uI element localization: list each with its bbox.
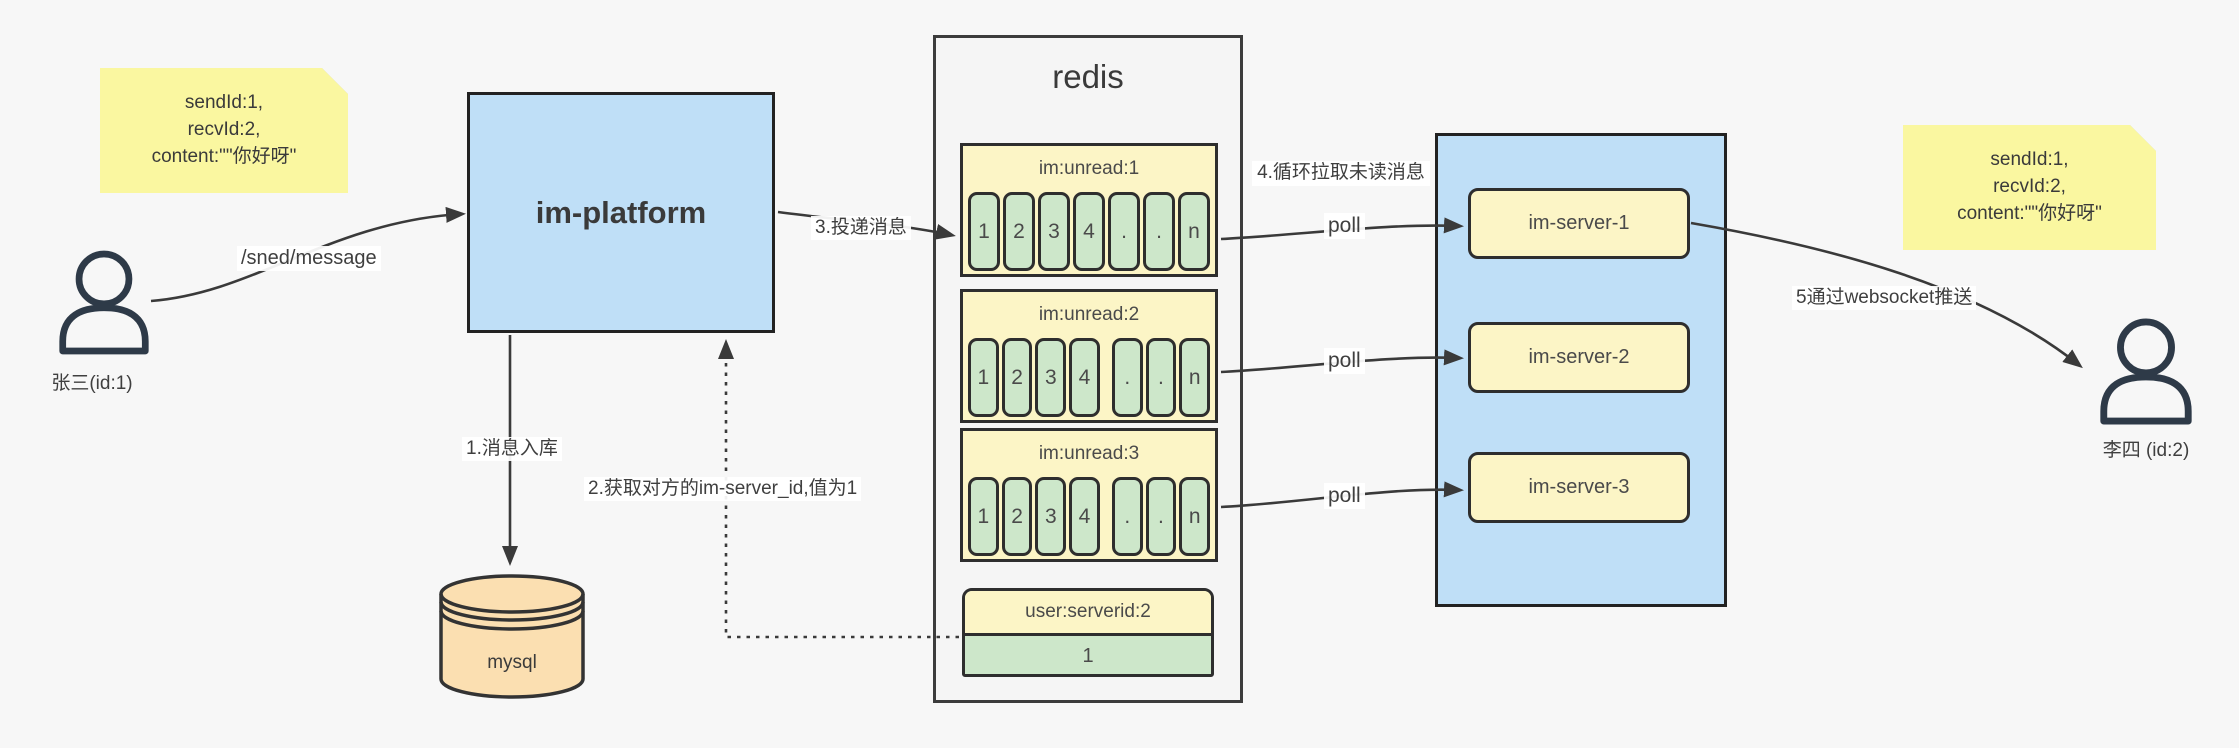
queue-cell: n xyxy=(1178,192,1210,271)
queue-cell: 3 xyxy=(1035,477,1067,556)
im-server-3-node: im-server-3 xyxy=(1468,452,1690,523)
queue-cell: . xyxy=(1145,477,1177,556)
person-receiver-icon xyxy=(2100,318,2192,425)
queue-cell: . xyxy=(1145,338,1177,417)
label-poll-description: 4.循环拉取未读消息 xyxy=(1252,161,1430,186)
queue-title: im:unread:2 xyxy=(1038,304,1140,325)
label-deliver-message: 3.投递消息 xyxy=(811,216,911,240)
queue-cell: 2 xyxy=(1001,477,1033,556)
im-server-2-node: im-server-2 xyxy=(1468,322,1690,393)
label-fetch-serverid: 2.获取对方的im-server_id,值为1 xyxy=(584,477,862,501)
kv-title: user:serverid:2 xyxy=(965,591,1211,636)
label-websocket-push: 5通过websocket推送 xyxy=(1792,286,1977,310)
label-send-message: /sned/message xyxy=(237,246,381,271)
queue-cell: . xyxy=(1111,338,1143,417)
im-platform-node: im-platform xyxy=(467,92,775,333)
label-poll-1: poll xyxy=(1324,213,1365,240)
mysql-label: mysql xyxy=(487,652,537,673)
queue-cell: . xyxy=(1143,192,1175,271)
label-poll-3: poll xyxy=(1324,483,1365,510)
label-poll-2: poll xyxy=(1324,348,1365,375)
queue-cell: n xyxy=(1179,477,1211,556)
receiver-label: 李四 (id:2) xyxy=(2102,440,2190,461)
queue-cell: 1 xyxy=(968,338,999,417)
sticky-note-left: sendId:1, recvId:2, content:""你好呀" xyxy=(100,68,348,193)
mysql-database-icon xyxy=(439,574,585,699)
label-store-message: 1.消息入库 xyxy=(462,437,562,461)
queue-cell: 1 xyxy=(968,477,999,556)
queue-cell: 2 xyxy=(1003,192,1035,271)
queue-cell: n xyxy=(1179,338,1211,417)
redis-kv-user-serverid: user:serverid:2 1 xyxy=(962,588,1214,677)
sticky-note-right: sendId:1, recvId:2, content:""你好呀" xyxy=(1903,125,2156,250)
redis-title: redis xyxy=(1052,58,1124,95)
kv-value: 1 xyxy=(1082,645,1094,667)
note-left-text: sendId:1, recvId:2, content:""你好呀" xyxy=(151,92,297,167)
queue-title: im:unread:1 xyxy=(1038,158,1140,179)
queue-cell: . xyxy=(1108,192,1140,271)
queue-cell: 3 xyxy=(1038,192,1070,271)
queue-cell: 4 xyxy=(1069,338,1100,417)
queue-cell: 3 xyxy=(1035,338,1067,417)
queue-title: im:unread:3 xyxy=(1038,443,1140,464)
queue-cell: 4 xyxy=(1069,477,1100,556)
im-server-1-node: im-server-1 xyxy=(1468,188,1690,259)
queue-cell: . xyxy=(1111,477,1143,556)
queue-cell: 2 xyxy=(1001,338,1033,417)
queue-cell: 1 xyxy=(968,192,1000,271)
note-right-text: sendId:1, recvId:2, content:""你好呀" xyxy=(1957,149,2102,224)
queue-cell: 4 xyxy=(1073,192,1105,271)
sender-label: 张三(id:1) xyxy=(51,373,133,394)
person-sender-icon xyxy=(59,250,149,355)
